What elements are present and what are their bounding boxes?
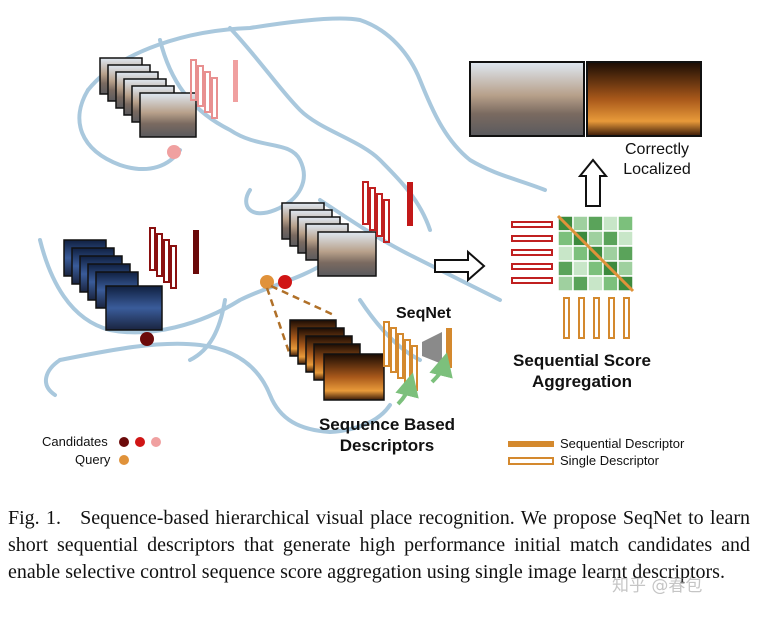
sequential-score-line1: Sequential Score — [513, 351, 651, 370]
single-descriptors-middle — [362, 181, 390, 243]
seqnet-label: SeqNet — [396, 305, 452, 322]
result-images — [469, 61, 702, 137]
legend-candidate-red — [135, 437, 145, 447]
candidate-marker-red — [278, 275, 292, 289]
candidate-image-stack-top — [99, 57, 197, 138]
up-arrow-icon — [577, 158, 609, 207]
sequential-score-line2: Aggregation — [531, 372, 633, 391]
legend-query-dot — [119, 455, 129, 465]
sequential-descriptor-left — [193, 230, 199, 274]
score-matrix-row-descriptors — [511, 221, 553, 284]
correctly-localized-label: Correctly Localized — [612, 140, 702, 180]
caption-prefix: Fig. 1. — [8, 507, 62, 529]
score-matrix-diagonal — [556, 214, 635, 293]
legend-sequential-swatch — [508, 441, 554, 447]
legend-candidates-label: Candidates — [42, 434, 108, 449]
legend-candidate-dark — [119, 437, 129, 447]
correctly-localized-line2: Localized — [623, 161, 691, 178]
candidate-image-stack-left — [63, 239, 163, 331]
seqnet-green-arrow-1 — [395, 372, 419, 406]
seqnet-network-icon — [422, 332, 442, 364]
query-marker — [260, 275, 274, 289]
score-matrix-column-descriptors — [563, 297, 630, 339]
sequential-score-label: Sequential Score Aggregation — [494, 350, 670, 392]
single-descriptors-left — [149, 227, 177, 289]
candidate-marker-pink — [167, 145, 181, 159]
figure-caption: Fig. 1. Sequence-based hierarchical visu… — [8, 505, 750, 586]
sequence-based-line2: Descriptors — [339, 436, 435, 455]
legend-single-label: Single Descriptor — [560, 453, 659, 468]
sequential-descriptor-top — [233, 60, 238, 102]
sequence-based-label: Sequence Based Descriptors — [306, 414, 468, 456]
legend-query-label: Query — [75, 452, 111, 467]
query-image-stack — [289, 319, 385, 401]
figure-illustration — [38, 16, 702, 465]
candidate-marker-dark — [140, 332, 154, 346]
watermark: 知乎 @春包 — [612, 576, 703, 596]
legend-sequential-label: Sequential Descriptor — [560, 436, 685, 451]
single-descriptors-top — [190, 59, 218, 119]
sequential-descriptor-middle — [407, 182, 413, 226]
caption-text: Sequence-based hierarchical visual place… — [8, 507, 751, 583]
legend-candidate-pink — [151, 437, 161, 447]
correctly-localized-line1: Correctly — [624, 141, 689, 158]
legend-single-swatch — [508, 457, 554, 465]
sequence-based-line1: Sequence Based — [318, 415, 456, 434]
seqnet-green-arrow-2 — [429, 352, 453, 384]
candidate-image-stack-middle — [281, 202, 377, 277]
seqnet-output-descriptor — [446, 328, 452, 368]
seqnet-single-descriptors — [383, 321, 418, 391]
right-arrow-icon — [434, 249, 486, 283]
